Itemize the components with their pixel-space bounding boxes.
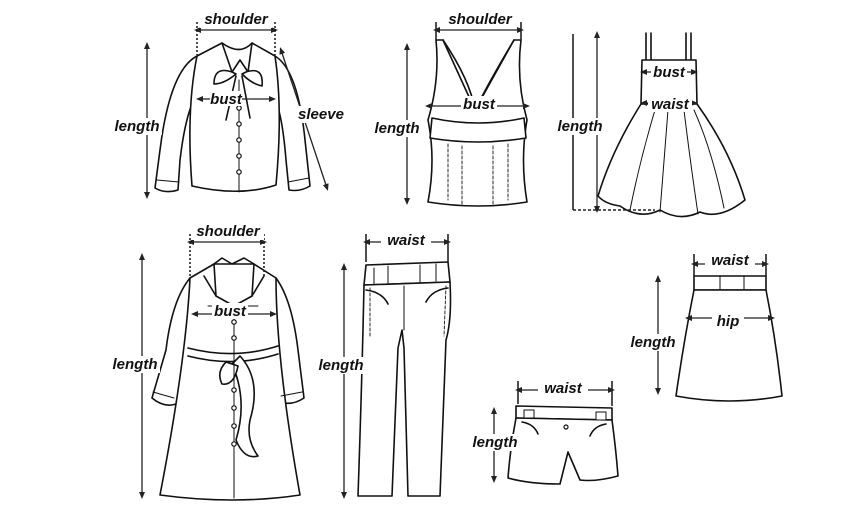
dress-length-label: length — [558, 118, 603, 135]
skirt-garment — [675, 275, 783, 402]
coat-bust-label: bust — [214, 303, 247, 320]
shorts-length-label: length — [473, 434, 518, 451]
coat-garment — [151, 257, 305, 501]
tank-top-length-label: length — [375, 120, 420, 137]
trousers-length-label: length — [319, 357, 364, 374]
shorts-waist-label: waist — [544, 380, 583, 397]
coat-length-label: length — [113, 356, 158, 373]
tank-top-garment — [427, 39, 528, 207]
skirt-waist-label: waist — [711, 252, 750, 269]
coat-shoulder-label: shoulder — [196, 223, 261, 240]
blouse-shoulder-label: shoulder — [204, 11, 269, 28]
blouse-length-label: length — [115, 118, 160, 135]
tank-top-shoulder-label: shoulder — [448, 11, 513, 28]
skirt-hip-label: hip — [717, 313, 740, 330]
blouse-sleeve-label: sleeve — [298, 106, 344, 123]
dress-waist-label: waist — [651, 96, 690, 113]
tank-top-bust-label: bust — [463, 96, 496, 113]
trousers-waist-label: waist — [387, 232, 426, 249]
shorts-garment — [507, 405, 619, 485]
trousers-garment — [357, 261, 452, 497]
dress-garment — [597, 32, 746, 218]
dress-bust-label: bust — [653, 64, 686, 81]
skirt-length-label: length — [631, 334, 676, 351]
blouse-bust-label: bust — [210, 91, 243, 108]
